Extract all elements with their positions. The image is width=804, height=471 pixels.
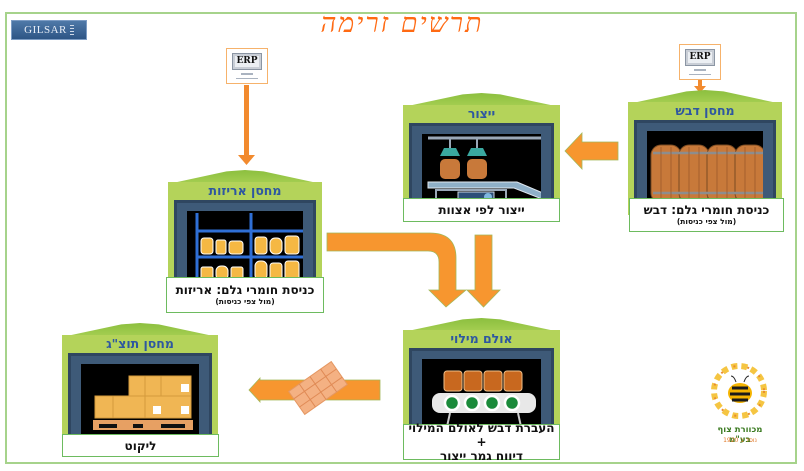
erp-icon-honey: ERP: [679, 44, 721, 80]
arrow-erp-to-honey: [694, 80, 706, 93]
monitor-base: [689, 74, 711, 75]
boxes-on-pallet-icon: [93, 375, 193, 430]
diagram-frame: [5, 12, 797, 464]
caption-text-line1: העברת דבש לאולם המילוי +: [408, 421, 555, 449]
gilsar-stripes-icon: [69, 25, 74, 35]
monitor-stand: [694, 69, 706, 71]
caption-production: ייצור לפי אצוות: [403, 198, 560, 222]
pallet-icon: [287, 360, 349, 416]
station-finished-goods-warehouse: מחסן תוצ"ג: [62, 323, 218, 438]
arrow-erp-to-packaging: [238, 85, 255, 165]
station-honey-warehouse: מחסן דבש: [628, 90, 782, 215]
barrels-icon: [650, 144, 763, 204]
caption-text: כניסת חומרי גלם: אריזות: [175, 283, 315, 297]
filling-machine-icon: [432, 370, 536, 427]
erp-label: ERP: [235, 56, 259, 67]
caption-packaging-warehouse: כניסת חומרי גלם: אריזות (מול צפי כניסות): [166, 277, 324, 313]
caption-subtext: (מול צפי כניסות): [215, 297, 275, 306]
interior: [81, 364, 199, 435]
monitor-stand: [241, 73, 253, 75]
door: [68, 353, 212, 438]
arrow-honey-to-production: [564, 131, 619, 171]
caption-filling-hall: העברת דבש לאולם המילוי + דיווח גמר ייצור: [403, 421, 560, 463]
caption-text: ליקוט: [124, 438, 157, 453]
monitor-icon: ERP: [232, 53, 262, 70]
station-filling-hall: אולם מילוי: [403, 318, 560, 430]
page-title: תרשים זרימה: [320, 8, 484, 39]
caption-subtext: (מול צפי כניסות): [676, 217, 737, 226]
door: [409, 348, 554, 430]
erp-icon-packaging: ERP: [226, 48, 268, 84]
company-tagline: נוסד ב 1920: [723, 437, 757, 444]
caption-text: ייצור לפי אצוות: [438, 203, 525, 217]
station-name: מחסן דבש: [628, 102, 782, 120]
door: [174, 200, 316, 280]
bee-flower-wreath-logo: [711, 363, 767, 419]
station-name: אולם מילוי: [403, 330, 560, 348]
erp-label: ERP: [688, 52, 712, 63]
company-name: מכוורת צוף בע"מ: [717, 425, 763, 445]
caption-text: כניסת חומרי גלם: דבש: [643, 203, 770, 217]
arrow-production-to-filling: [466, 234, 501, 308]
station-production: ייצור: [403, 93, 560, 203]
monitor-icon: ERP: [685, 49, 715, 66]
station-packaging-warehouse: מחסן אריזות: [168, 170, 322, 280]
arrow-packaging-to-filling: [326, 232, 468, 308]
interior: [422, 359, 541, 427]
door: [409, 123, 554, 203]
station-name: מחסן תוצ"ג: [62, 335, 218, 353]
station-name: ייצור: [403, 105, 560, 123]
caption-text-line2: דיווח גמר ייצור: [440, 449, 523, 463]
gilsar-logo-text: GILSAR: [24, 24, 67, 36]
monitor-base: [236, 78, 258, 79]
interior: [422, 134, 541, 200]
caption-finished-goods-warehouse: ליקוט: [62, 434, 219, 457]
caption-honey-warehouse: כניסת חומרי גלם: דבש (מול צפי כניסות): [629, 198, 784, 232]
interior: [187, 211, 303, 277]
conveyor-machine-icon: [427, 136, 541, 200]
jar-shelves-icon: [195, 213, 303, 277]
gilsar-logo: GILSAR: [11, 20, 87, 40]
station-name: מחסן אריזות: [168, 182, 322, 200]
